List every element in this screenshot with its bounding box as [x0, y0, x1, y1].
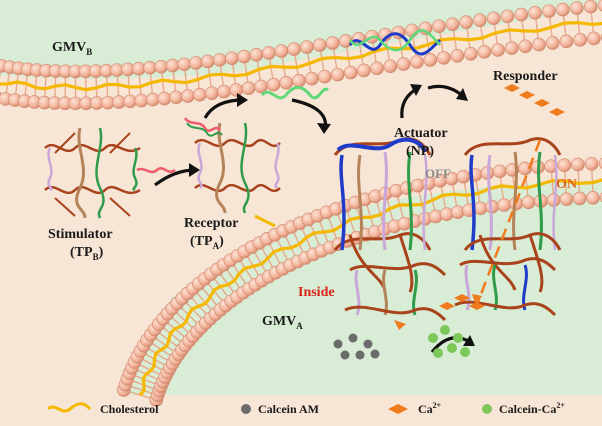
lipid-bilayers — [0, 0, 602, 407]
legend: Cholesterol Calcein AM Ca2+ Calcein-Ca2+ — [46, 401, 565, 416]
ion-flux-path — [476, 139, 542, 303]
calcein-am-icon — [241, 404, 251, 414]
stimulator-nanostructure — [44, 127, 176, 219]
responder-label: Responder — [493, 69, 558, 84]
actuator-nanopore-off — [333, 137, 432, 293]
arrow-heads — [189, 84, 475, 346]
receptor-sub-label: (TPA) — [190, 234, 224, 251]
legend-calcein-ca-label: Calcein-Ca2+ — [499, 401, 565, 416]
actuator-nanopore-off-lower — [344, 262, 447, 322]
stimulator-sub-label: (TPB) — [70, 245, 104, 262]
calcium-ion — [469, 302, 485, 310]
calcium-ion — [454, 294, 470, 302]
gmv-b-bilayer — [0, 0, 602, 111]
ion-flux-arrowhead — [472, 294, 482, 306]
cholesterol-icon — [46, 402, 92, 413]
stimulator-label: Stimulator — [48, 227, 113, 242]
calcium-ion-icon — [388, 404, 408, 414]
actuator-sub-label: (NP) — [406, 144, 434, 159]
calcium-ion — [534, 99, 550, 107]
calcein-ca-cluster — [428, 325, 470, 358]
gmv-a-interior — [130, 180, 602, 395]
gmv-a-bilayer — [116, 157, 602, 407]
calcium-ion — [394, 320, 406, 330]
calcium-ions — [394, 84, 565, 330]
off-state-label: OFF — [425, 166, 451, 181]
gmv-b-label: GMVB — [52, 40, 92, 57]
calcein-am-cluster — [333, 333, 380, 360]
calcium-ion — [519, 91, 535, 99]
receptor-label: Receptor — [184, 216, 238, 231]
on-state-label: ON — [556, 177, 577, 192]
legend-calcein-am-label: Calcein AM — [258, 402, 319, 416]
legend-cholesterol-label: Cholesterol — [100, 402, 159, 416]
receptor-nanostructure — [183, 117, 281, 228]
gmv-a-label: GMVA — [262, 314, 303, 331]
output-duplex — [348, 29, 442, 56]
calcein-ca-icon — [482, 404, 492, 414]
released-strand-green — [260, 86, 329, 100]
calcium-ion — [504, 84, 520, 92]
inside-label: Inside — [298, 285, 335, 300]
calcium-ion — [439, 302, 455, 310]
calcium-ion — [549, 108, 565, 116]
actuator-nanopore-on — [463, 137, 562, 293]
actuator-label: Actuator — [394, 126, 448, 141]
actuator-nanopore-on-lower — [454, 257, 557, 317]
legend-ca-label: Ca2+ — [418, 401, 442, 416]
